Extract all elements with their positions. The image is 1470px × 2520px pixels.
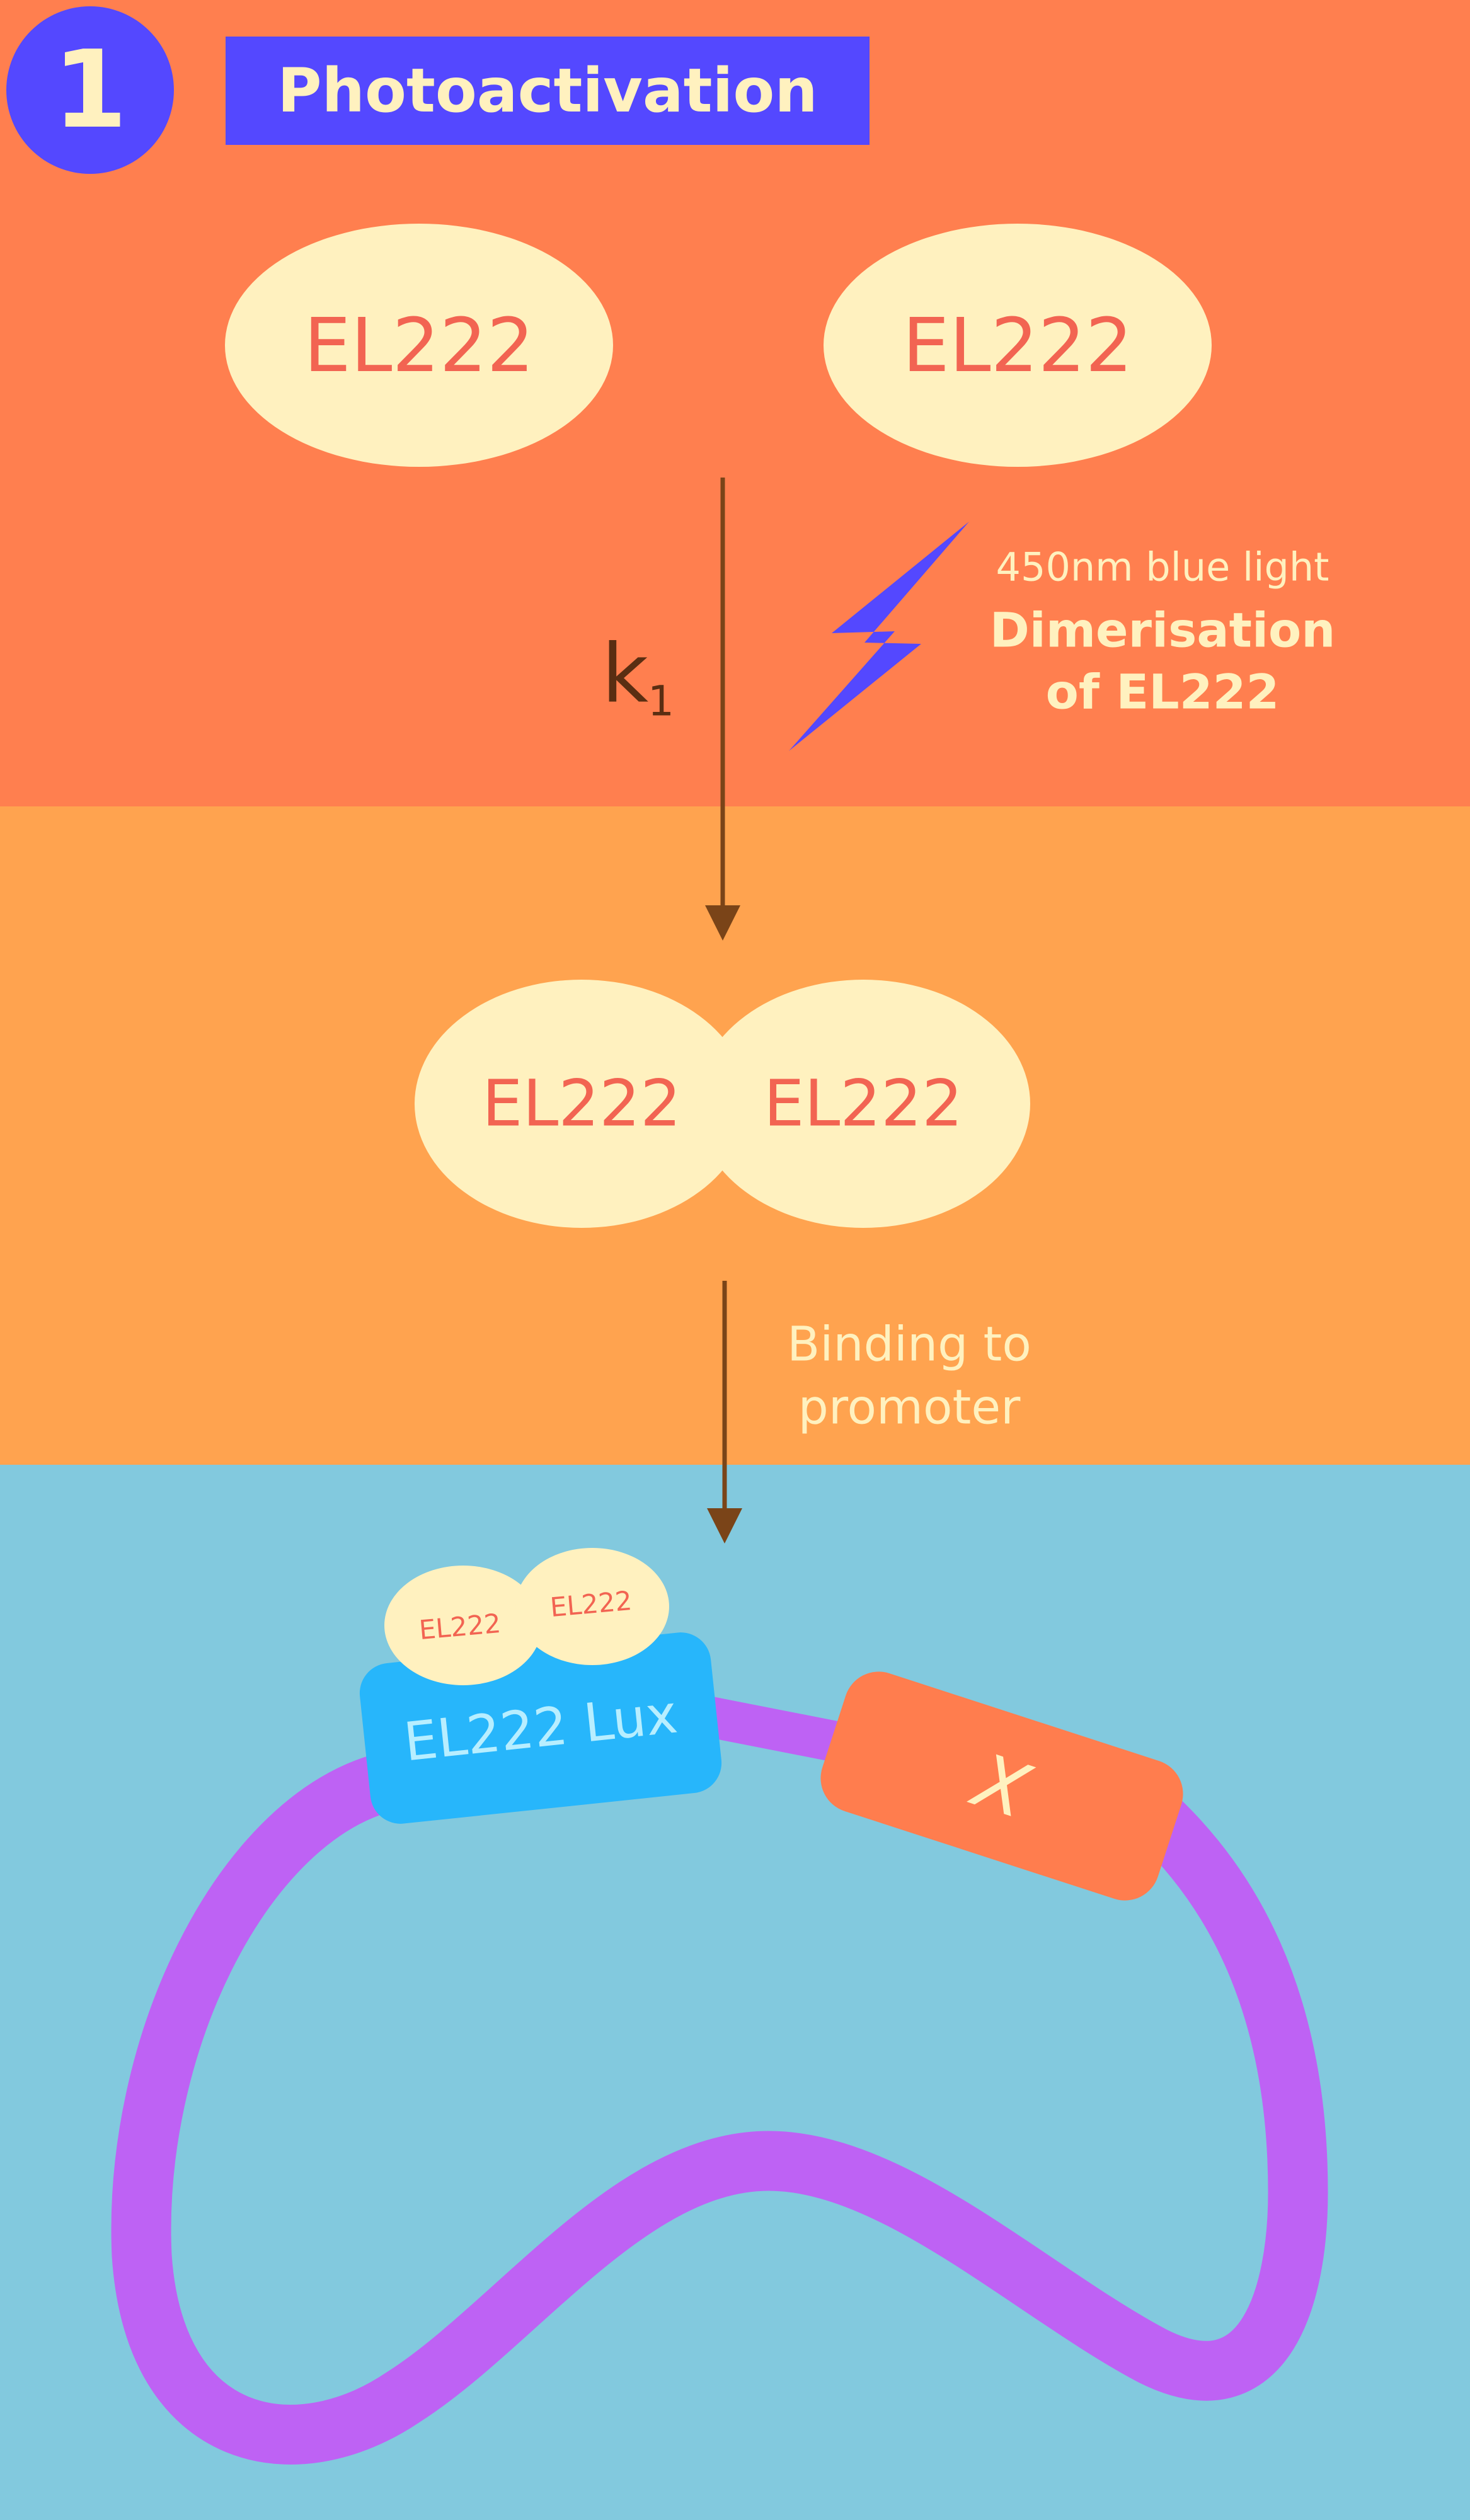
- dimerisation-label-line1: Dimerisation: [990, 602, 1336, 658]
- dimer-left-shape: [415, 980, 749, 1228]
- monomer-right-label: EL222: [902, 302, 1133, 389]
- rate-constant-k: k: [602, 627, 648, 721]
- rate-constant-subscript: 1: [648, 677, 674, 726]
- light-label: 450nm blue light: [996, 544, 1329, 590]
- title-banner: Photoactivation: [226, 37, 870, 145]
- bound-dimer-left-shape: [384, 1566, 542, 1685]
- bound-dimer-right-shape: [515, 1548, 669, 1665]
- step-number: 1: [53, 28, 127, 152]
- step-number-circle: [6, 6, 174, 174]
- bound-dimer: EL222 EL222: [384, 1548, 669, 1685]
- monomer-left: EL222: [225, 224, 613, 467]
- lightning-bolt-icon: [789, 522, 969, 751]
- page-title: Photoactivation: [277, 55, 817, 126]
- monomer-right: EL222: [824, 224, 1212, 467]
- dimer-left-label: EL222: [482, 1067, 681, 1142]
- gene-x-block: X: [820, 1671, 1183, 1901]
- dimerisation-label-line2: of EL222: [1046, 664, 1280, 720]
- monomer-left-label: EL222: [304, 302, 534, 389]
- dimer: EL222 EL222: [415, 980, 1030, 1228]
- step-badge: 1: [6, 6, 174, 174]
- bound-dimer-right-label: EL222: [549, 1585, 633, 1623]
- dimer-right-label: EL222: [764, 1067, 963, 1142]
- dimer-right-shape: [696, 980, 1030, 1228]
- binding-label-line2: promoter: [798, 1379, 1021, 1435]
- binding-label-line1: Binding to: [787, 1316, 1031, 1372]
- bound-dimer-left-label: EL222: [418, 1608, 502, 1646]
- title-banner-background: [226, 37, 870, 145]
- monomer-right-shape: [824, 224, 1212, 467]
- gene-x-shape: [820, 1671, 1183, 1901]
- plasmid-loop: [111, 1754, 1328, 2465]
- monomer-left-shape: [225, 224, 613, 467]
- rate-constant: k 1: [602, 627, 674, 726]
